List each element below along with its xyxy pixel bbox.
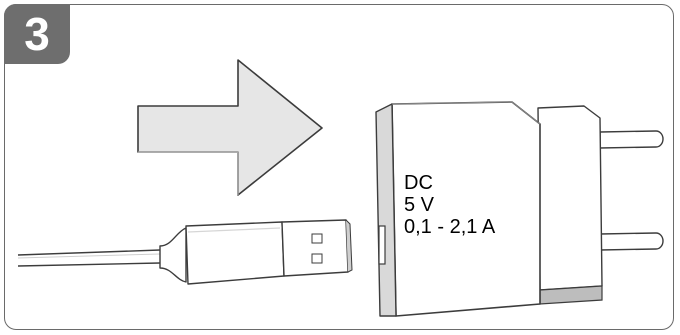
adapter-spec-label: DC 5 V 0,1 - 2,1 A <box>404 172 495 238</box>
spec-line-amperage: 0,1 - 2,1 A <box>404 216 496 238</box>
wall-charger-icon <box>375 101 664 317</box>
step-number-badge: 3 <box>4 4 70 64</box>
right-arrow-icon <box>137 59 323 196</box>
spec-line-voltage: 5 V <box>404 194 435 216</box>
charger-pins <box>599 130 664 251</box>
usb-cable-icon <box>17 219 353 285</box>
spec-line-current-type: DC <box>404 172 433 194</box>
